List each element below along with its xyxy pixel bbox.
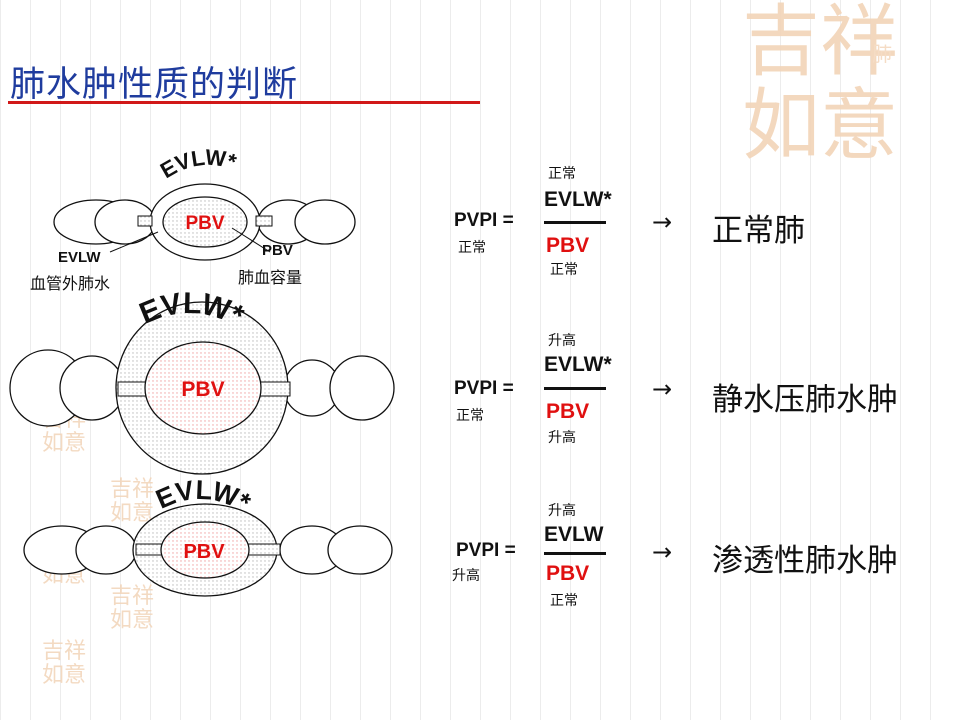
alveolus-right-2 — [294, 199, 356, 245]
fraction-bar-3 — [544, 552, 606, 555]
pvpi-lhs-2: PVPI = — [454, 378, 514, 399]
arrow-icon-2: → — [652, 375, 673, 403]
page-title: 肺水肿性质的判断 — [10, 65, 299, 105]
pvpi-lhs-3: PVPI = — [456, 540, 516, 561]
watermark-calligraphy: 吉祥如意 — [742, 0, 899, 171]
denominator-2: PBV — [546, 400, 590, 423]
callout-line-evlw — [109, 231, 159, 253]
pbv-label-3: PBV — [183, 541, 225, 563]
watermark-small-2: 吉祥如意 — [110, 477, 155, 526]
callout-pbv: PBV — [262, 242, 293, 259]
numerator-3: EVLW — [544, 523, 604, 546]
capillary-2 — [144, 341, 262, 435]
callout-evlw: EVLW — [58, 249, 101, 266]
pvpi-state-3: 升高 — [452, 568, 480, 584]
pvpi-state-2: 正常 — [456, 408, 484, 424]
callout-evlw-desc: 血管外肺水 — [30, 274, 111, 293]
result-1: 正常肺 — [712, 213, 805, 249]
capillary-left-3 — [135, 543, 163, 556]
callout-pbv-desc: 肺血容量 — [238, 268, 303, 287]
numerator-1: EVLW* — [544, 188, 612, 211]
capillary-3 — [160, 521, 250, 579]
evlw-arc-label-1: EVLW* — [156, 144, 240, 183]
watermark-small-5: 吉祥如意 — [42, 639, 87, 688]
capillary-left-1 — [137, 215, 153, 227]
diagram-row-2: PBV EVLW* — [9, 287, 395, 475]
diagram-row-1: PBV EVLW* — [53, 144, 356, 261]
arrow-icon-1: → — [652, 208, 673, 236]
denominator-state-3: 正常 — [550, 593, 578, 609]
denominator-3: PBV — [546, 562, 590, 585]
pvpi-lhs-1: PVPI = — [454, 210, 514, 231]
denominator-1: PBV — [546, 234, 590, 257]
numerator-2: EVLW* — [544, 353, 612, 376]
pbv-label-2: PBV — [181, 378, 224, 401]
denominator-state-2: 升高 — [548, 430, 576, 446]
numerator-state-1: 正常 — [548, 166, 576, 182]
watermark-small-4: 吉祥如意 — [110, 584, 155, 633]
watermark-tag: 肺 — [872, 42, 892, 66]
capillary-left-2 — [117, 381, 149, 397]
numerator-state-2: 升高 — [548, 333, 576, 349]
fraction-bar-1 — [544, 221, 606, 224]
result-3: 渗透性肺水肿 — [712, 543, 898, 579]
pvpi-state-1: 正常 — [458, 240, 486, 256]
capillary-right-1 — [255, 215, 273, 227]
alveolus-left-2 — [75, 525, 137, 575]
capillary-right-2 — [257, 381, 291, 397]
denominator-state-1: 正常 — [550, 262, 578, 278]
callout-line-pbv — [231, 227, 271, 253]
alveolus-right-2 — [327, 525, 393, 575]
arrow-icon-3: → — [652, 538, 673, 566]
alveolus-left-2 — [59, 355, 125, 421]
numerator-state-3: 升高 — [548, 503, 576, 519]
fraction-bar-2 — [544, 387, 606, 390]
pbv-label-1: PBV — [185, 213, 224, 234]
capillary-right-3 — [247, 543, 281, 556]
capillary-1 — [162, 196, 248, 248]
diagram-row-3: PBV EVLW* — [23, 475, 393, 597]
alveolus-right-2 — [329, 355, 395, 421]
title-underline — [8, 101, 480, 104]
result-2: 静水压肺水肿 — [712, 382, 898, 418]
